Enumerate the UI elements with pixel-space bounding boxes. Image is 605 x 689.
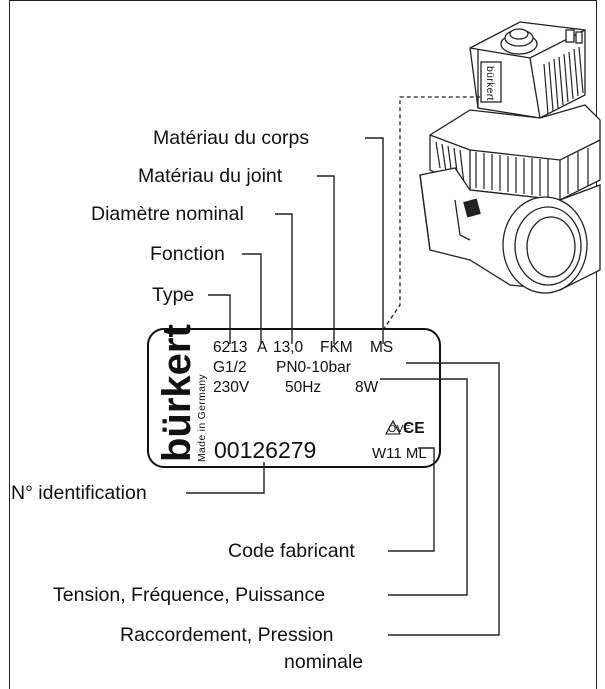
plate-pressure: PN0-10bar — [276, 359, 351, 376]
label-type: Type — [152, 284, 194, 306]
cert-mark-icon: ÖVE — [385, 419, 411, 435]
label-seal-material: Matériau du joint — [138, 165, 283, 187]
label-voltage-frequency-power: Tension, Fréquence, Puissance — [53, 584, 325, 606]
callout-lines — [186, 96, 500, 636]
plate-connection: G1/2 — [213, 359, 247, 376]
brand-text: bürkert — [155, 324, 199, 462]
plate-diameter: 13,0 — [273, 339, 304, 356]
plate-body: MS — [370, 339, 393, 356]
plate-frequency: 50Hz — [285, 379, 321, 396]
figure-frame — [9, 0, 597, 689]
plate-function: A — [257, 339, 268, 356]
label-nominal-diameter: Diamètre nominal — [91, 203, 244, 225]
nameplate-brand-logo: bürkert — [155, 324, 199, 462]
label-connection-pressure-line2: nominale — [284, 651, 363, 673]
made-in-germany: Made in Germany — [196, 374, 208, 462]
ce-mark: CE — [403, 420, 425, 437]
valve-brand-label: bürkert — [484, 66, 496, 101]
plate-mfr-code: W11 ML — [372, 445, 427, 462]
solenoid-valve-illustration: bürkert — [419, 21, 601, 294]
plate-seal: FKM — [320, 339, 353, 356]
label-id-number: N° identification — [11, 482, 147, 504]
plate-power: 8W — [355, 379, 379, 396]
nameplate: bürkert Made in Germany 6213 A 13,0 FKM … — [147, 324, 441, 468]
label-body-material: Matériau du corps — [153, 127, 309, 149]
label-connection-pressure: Raccordement, Pression — [120, 624, 334, 646]
label-manufacturer-code: Code fabricant — [228, 540, 355, 562]
plate-type: 6213 — [213, 339, 247, 356]
plate-voltage: 230V — [213, 379, 250, 396]
plate-ident-number: 00126279 — [214, 437, 316, 463]
label-function: Fonction — [150, 243, 225, 265]
cert-mark-text: ÖVE — [388, 423, 411, 435]
